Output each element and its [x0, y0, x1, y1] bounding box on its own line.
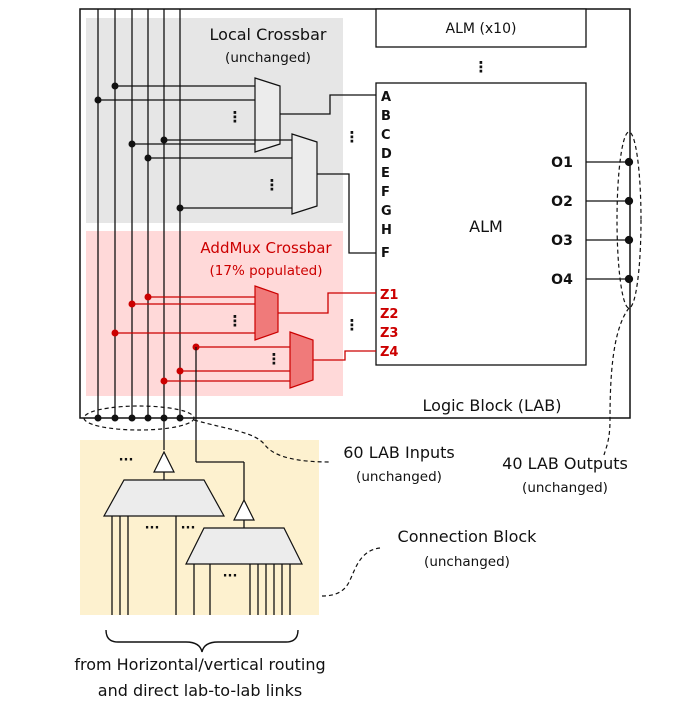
alm-pin-c: C — [381, 128, 391, 143]
cb-mux-2 — [185, 527, 303, 565]
addmux-wires — [115, 292, 376, 382]
alm-output-pins: O1 O2 O3 O4 — [551, 155, 573, 288]
lab-outputs-label: 40 LAB Outputs — [502, 454, 628, 473]
addmux-crossbar-subtitle: (17% populated) — [210, 263, 323, 279]
connection-block-sublabel: (unchanged) — [424, 554, 510, 570]
alm-pin-a: A — [381, 90, 391, 105]
alm-stack-ellipsis: ⋮ — [474, 58, 489, 76]
cb-mux-1 — [102, 479, 226, 517]
addmux-crossbar-title: AddMux Crossbar — [200, 239, 332, 257]
alm-pin-z2: Z2 — [380, 307, 398, 322]
routing-label-line1: from Horizontal/vertical routing — [74, 655, 325, 674]
alm-x10-label: ALM (x10) — [446, 21, 517, 37]
addmux-mux2-ellipsis: ⋮ — [267, 350, 282, 368]
lab-input-dots — [94, 414, 184, 422]
local-crossbar-subtitle: (unchanged) — [225, 50, 311, 66]
lab-inputs-label: 60 LAB Inputs — [343, 443, 455, 462]
connection-block-label: Connection Block — [398, 527, 538, 546]
alm-x10-box — [375, 8, 587, 48]
lab-outputs-sublabel: (unchanged) — [522, 480, 608, 496]
lab-input-wires — [97, 9, 181, 418]
alm-pin-z4: Z4 — [380, 345, 398, 360]
cb-mux1-ellipsis-b: ··· — [181, 521, 196, 536]
alm-pin-g: G — [381, 204, 392, 219]
alm-pin-f2: F — [381, 246, 390, 261]
alm-input-pins: A B C D E F G H F Z1 Z2 Z3 Z4 — [380, 90, 398, 360]
alm-pin-o2: O2 — [551, 194, 573, 210]
local-crossbar-junctions — [94, 82, 184, 212]
local-mux2-ellipsis: ⋮ — [265, 176, 280, 194]
alm-pin-b: B — [381, 109, 391, 124]
alm-pin-f: F — [381, 185, 390, 200]
logic-block-border — [79, 8, 631, 419]
cb-mux1-ellipsis-a: ··· — [145, 521, 160, 536]
alm-pin-z3: Z3 — [380, 326, 398, 341]
addmux-crossbar-ellipsis: ⋮ — [345, 316, 360, 334]
alm-label: ALM — [469, 217, 503, 236]
alm-pin-o1: O1 — [551, 155, 573, 171]
alm-pin-h: H — [381, 223, 392, 238]
routing-label-line2: and direct lab-to-lab links — [98, 681, 302, 700]
connection-block: ··· ··· ··· ··· — [102, 418, 303, 615]
cb-top-ellipsis: ··· — [119, 453, 134, 468]
cb-mux2-ellipsis: ··· — [223, 569, 238, 584]
alm-pin-d: D — [381, 147, 392, 162]
local-crossbar-mux-2 — [291, 133, 318, 215]
local-mux1-ellipsis: ⋮ — [228, 108, 243, 126]
routing-brace — [105, 629, 299, 653]
local-crossbar-ellipsis: ⋮ — [345, 128, 360, 146]
alm-pin-z1: Z1 — [380, 288, 398, 303]
local-crossbar-title: Local Crossbar — [210, 25, 327, 44]
lab-inputs-sublabel: (unchanged) — [356, 469, 442, 485]
alm-pin-o4: O4 — [551, 272, 573, 288]
local-crossbar-mux-1 — [254, 77, 281, 153]
addmux-mux-1 — [254, 285, 279, 341]
output-wires — [586, 157, 634, 284]
addmux-mux-2 — [289, 331, 314, 389]
lab-inputs-ellipse — [83, 405, 195, 431]
lab-outputs-ellipse — [616, 131, 642, 309]
addmux-mux1-ellipsis: ⋮ — [228, 312, 243, 330]
local-crossbar-wires — [98, 85, 376, 254]
callout-lines — [193, 307, 630, 597]
alm-pin-o3: O3 — [551, 233, 573, 249]
alm-pin-e: E — [381, 166, 390, 181]
alm-box — [375, 82, 587, 366]
logic-block-label: Logic Block (LAB) — [423, 396, 562, 415]
